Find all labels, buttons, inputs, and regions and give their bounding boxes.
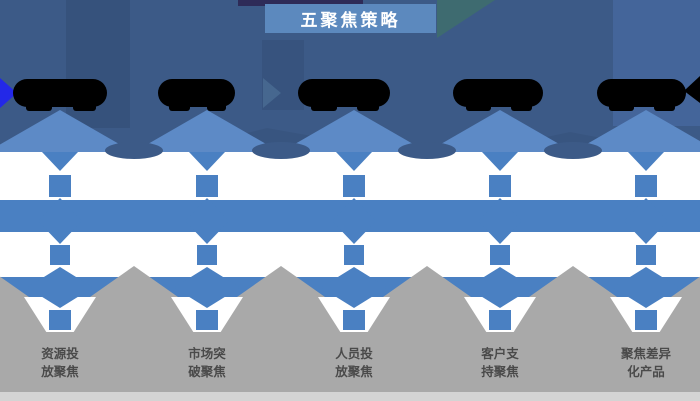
connector-square <box>489 175 511 197</box>
connector-square <box>636 245 656 265</box>
connector-square <box>50 245 70 265</box>
focus-label: 聚焦差异 化产品 <box>620 346 671 379</box>
redacted-text <box>13 79 107 111</box>
redacted-text <box>298 79 390 111</box>
funnel-arrow-tip-icon <box>336 152 372 171</box>
focus-column-2: 市场突 破聚焦 <box>133 0 281 401</box>
focus-column-3: 人员投 放聚焦 <box>280 0 428 401</box>
connector-square <box>196 175 218 197</box>
funnel-arrow-tip-icon <box>628 152 664 171</box>
page-title: 五聚焦策略 <box>300 11 401 31</box>
focus-label: 市场突 破聚焦 <box>188 346 226 379</box>
band-diamond <box>624 198 668 244</box>
scallop-bump <box>544 142 602 159</box>
focus-label: 客户支 持聚焦 <box>481 346 519 379</box>
funnel-arrow-tip-icon <box>42 152 78 171</box>
connector-square <box>49 310 71 330</box>
redacted-text <box>453 79 543 111</box>
connector-square <box>343 175 365 197</box>
band-diamond <box>332 198 376 244</box>
band-diamond <box>478 198 522 244</box>
connector-square <box>49 175 71 197</box>
redacted-text <box>158 79 235 111</box>
band-diamond <box>38 198 82 244</box>
focus-column-1: 资源投 放聚焦 <box>0 0 134 401</box>
connector-square <box>343 310 365 330</box>
funnel-arrow-tip-icon <box>189 152 225 171</box>
focus-column-4: 客户支 持聚焦 <box>426 0 574 401</box>
focus-label: 资源投 放聚焦 <box>41 346 79 379</box>
connector-square <box>197 245 217 265</box>
focus-label: 人员投 放聚焦 <box>335 346 373 379</box>
navy-stripe <box>238 0 363 6</box>
connector-square <box>635 175 657 197</box>
connector-square <box>490 245 510 265</box>
title-banner: 五聚焦策略 <box>265 4 436 33</box>
focus-column-5: 聚焦差异 化产品 <box>572 0 700 401</box>
scallop-bump <box>252 142 310 159</box>
connector-square <box>196 310 218 330</box>
band-diamond <box>185 198 229 244</box>
connector-square <box>344 245 364 265</box>
scallop-bump <box>105 142 163 159</box>
connector-square <box>489 310 511 330</box>
funnel-arrow-tip-icon <box>482 152 518 171</box>
connector-square <box>635 310 657 330</box>
redacted-text <box>597 79 686 111</box>
scallop-bump <box>398 142 456 159</box>
bottom-strip <box>0 392 700 401</box>
